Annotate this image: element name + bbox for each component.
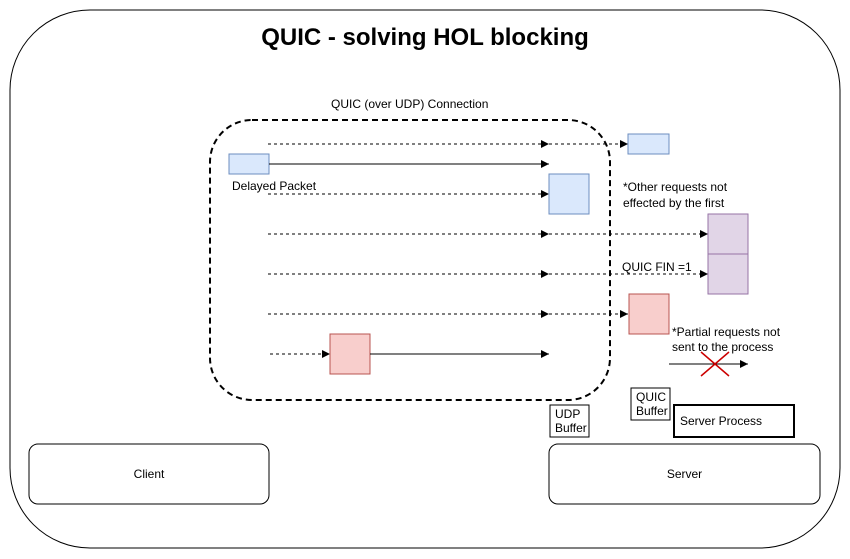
udp-buffer-box bbox=[549, 404, 590, 438]
outer-frame bbox=[9, 9, 841, 549]
complete-request-purple-bottom bbox=[707, 253, 749, 295]
partial-request-red bbox=[628, 293, 670, 335]
note-other-requests: *Other requests not effected by the firs… bbox=[623, 180, 727, 210]
note-partial-line1: *Partial requests not bbox=[672, 325, 781, 339]
quic-fin-label: QUIC FIN =1 bbox=[622, 260, 692, 274]
quic-connection-region bbox=[209, 119, 611, 401]
udp-buffer-line1: UDP bbox=[555, 407, 581, 421]
server-box bbox=[548, 443, 821, 505]
quic-buffer-box bbox=[630, 387, 671, 421]
delayed-packet-box bbox=[228, 153, 270, 175]
received-packet-blue-small bbox=[627, 133, 670, 155]
note-partial-requests: *Partial requests not sent to the proces… bbox=[672, 325, 780, 354]
client-label: Client bbox=[133, 467, 165, 481]
quic-buffer-label: QUIC Buffer bbox=[636, 390, 668, 418]
server-label: Server bbox=[666, 467, 703, 481]
server-process-label: Server Process bbox=[680, 414, 763, 428]
in-flight-packet-red bbox=[329, 333, 371, 375]
note-partial-line2: sent to the process bbox=[672, 340, 774, 354]
buffered-packet-blue bbox=[548, 173, 590, 215]
note-other-requests-line1: *Other requests not bbox=[623, 180, 728, 194]
cross-mark-icon bbox=[700, 351, 730, 377]
complete-request-purple-top bbox=[707, 213, 749, 255]
quic-buffer-line1: QUIC bbox=[636, 390, 666, 404]
udp-buffer-line2: Buffer bbox=[555, 421, 587, 435]
delayed-packet-label: Delayed Packet bbox=[232, 179, 317, 193]
server-process-box bbox=[673, 404, 795, 438]
client-box bbox=[28, 443, 270, 505]
quic-buffer-line2: Buffer bbox=[636, 404, 668, 418]
diagram-title: QUIC - solving HOL blocking bbox=[261, 24, 589, 51]
note-other-requests-line2: effected by the first bbox=[623, 196, 725, 210]
udp-buffer-label: UDP Buffer bbox=[555, 407, 587, 435]
connection-label: QUIC (over UDP) Connection bbox=[331, 97, 489, 111]
